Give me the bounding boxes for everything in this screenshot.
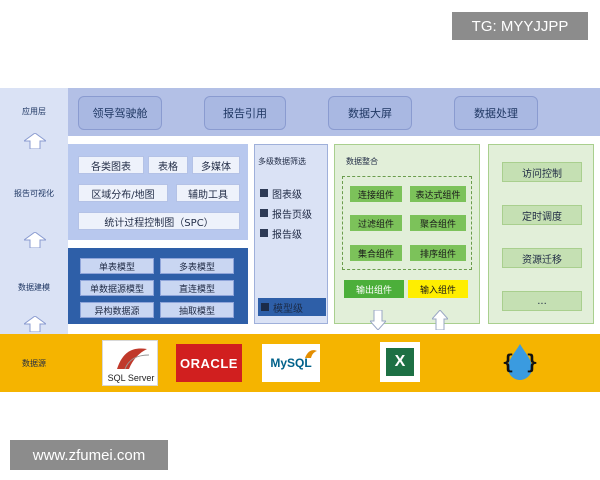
app-item-cockpit: 领导驾驶舱: [78, 96, 162, 130]
sqlserver-icon: [117, 348, 150, 370]
excel-logo: X: [380, 342, 420, 382]
checkbox-icon: [260, 189, 268, 197]
app-item-data-processing: 数据处理: [454, 96, 538, 130]
admin-item-schedule: 定时调度: [502, 205, 582, 225]
water-drop-icon: [508, 344, 532, 380]
filter-item-report: 报告级: [260, 226, 326, 241]
filter-item-model: 模型级: [258, 298, 326, 316]
watermark-bottom: www.zfumei.com: [10, 440, 168, 470]
report-item-spc: 统计过程控制图（SPC）: [78, 212, 240, 230]
watermark-top: TG: MYYJJPP: [452, 12, 588, 40]
layer-label-modeling: 数据建模: [18, 282, 50, 292]
model-item-multi-table: 多表模型: [160, 258, 234, 274]
label-column: [0, 88, 68, 334]
model-item-single-source: 单数据源模型: [80, 280, 154, 296]
sqlserver-logo: SQL Server: [102, 340, 158, 386]
arrow-down-icon: [370, 310, 386, 330]
filter-item-label: 模型级: [273, 303, 303, 315]
integration-input: 输入组件: [408, 280, 468, 298]
layer-label-app: 应用层: [22, 106, 46, 116]
app-item-report-ref: 报告引用: [204, 96, 286, 130]
checkbox-icon: [260, 229, 268, 237]
model-item-extract: 抽取模型: [160, 302, 234, 318]
layer-label-report: 报告可视化: [14, 188, 54, 198]
excel-icon: X: [386, 348, 414, 376]
integration-item-sort: 排序组件: [410, 245, 466, 261]
admin-item-access: 访问控制: [502, 162, 582, 182]
checkbox-icon: [261, 303, 269, 311]
filter-item-label: 报告级: [272, 229, 302, 241]
sqlserver-label: SQL Server: [107, 373, 155, 383]
integration-output: 输出组件: [344, 280, 404, 298]
integration-item-expression: 表达式组件: [410, 186, 466, 202]
integration-title: 数据整合: [346, 157, 378, 166]
integration-item-union: 集合组件: [350, 245, 402, 261]
filter-item-label: 报告页级: [272, 209, 312, 221]
filter-item-page: 报告页级: [260, 206, 326, 221]
integration-dashed-box: [342, 176, 472, 270]
admin-item-more: ...: [502, 291, 582, 311]
report-item-map: 区域分布/地图: [78, 184, 168, 202]
arrow-up-icon: [24, 232, 46, 248]
admin-item-migration: 资源迁移: [502, 248, 582, 268]
report-item-aux-tools: 辅助工具: [176, 184, 240, 202]
layer-label-source: 数据源: [22, 358, 46, 368]
filter-item-label: 图表级: [272, 189, 302, 201]
integration-item-aggregate: 聚合组件: [410, 215, 466, 231]
integration-item-filter: 过滤组件: [350, 215, 402, 231]
arrow-up-icon: [24, 316, 46, 332]
filter-title: 多级数据筛选: [258, 157, 306, 166]
mysql-label: MySQL: [270, 356, 312, 370]
dolphin-icon: [305, 350, 317, 358]
integration-item-join: 连接组件: [350, 186, 402, 202]
json-braces-label: { }: [501, 350, 539, 374]
report-item-table: 表格: [148, 156, 188, 174]
json-logo: { }: [496, 340, 544, 384]
oracle-label: ORACLE: [180, 355, 238, 371]
app-item-big-screen: 数据大屏: [328, 96, 412, 130]
arrow-up-icon: [432, 310, 448, 330]
mysql-logo: MySQL: [262, 344, 320, 382]
filter-item-chart: 图表级: [260, 186, 326, 201]
oracle-logo: ORACLE: [176, 344, 242, 382]
report-item-multimedia: 多媒体: [192, 156, 240, 174]
checkbox-icon: [260, 209, 268, 217]
label-source-bg: [0, 334, 68, 392]
excel-label: X: [394, 353, 406, 370]
model-item-heterogeneous: 异构数据源: [80, 302, 154, 318]
report-item-charts: 各类图表: [78, 156, 144, 174]
arrow-up-icon: [24, 133, 46, 149]
model-item-direct: 直连模型: [160, 280, 234, 296]
model-item-single-table: 单表模型: [80, 258, 154, 274]
